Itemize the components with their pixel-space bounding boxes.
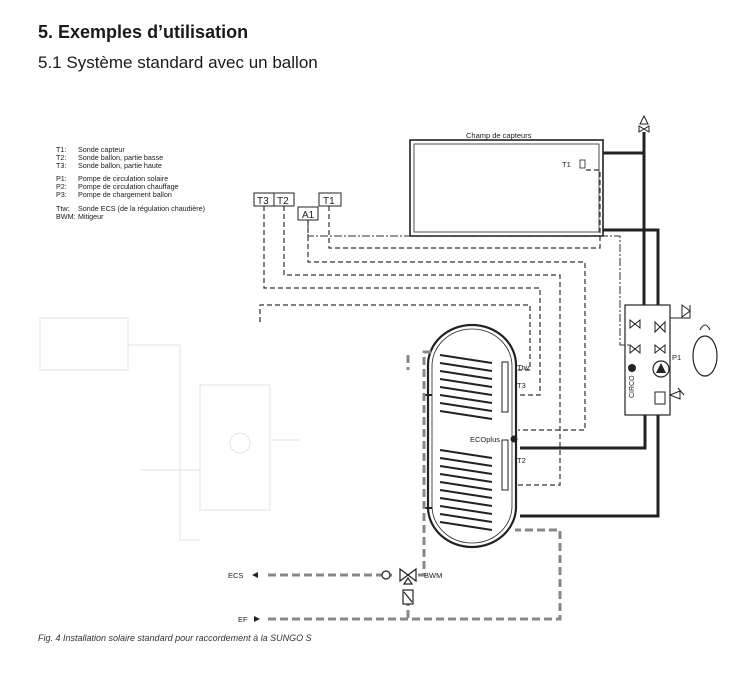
legend-item: Ttw: Sonde ECS (de la régulation chaudièr… — [56, 203, 206, 213]
sensor-terminals: T3 T2 T1 A1 — [253, 192, 342, 221]
legend-text: Sonde capteur — [78, 145, 125, 154]
legend-text: Mitigeur — [78, 211, 104, 221]
legend-key: T2: — [56, 152, 67, 162]
legend-key: T3: — [56, 160, 67, 170]
t1-sensor-icon — [579, 159, 586, 169]
terminal-t2: T2 — [277, 196, 289, 207]
legend-item: BWM:Mitigeur — [56, 211, 205, 221]
circo-pump-group: CIRCO P1 — [624, 304, 718, 416]
bwm-mixing-valve-icon — [381, 567, 417, 605]
ecs-label: ECS — [228, 571, 243, 580]
legend-group-pumps: P1: Pompe de circulation solaire P2: Pompe… — [56, 175, 205, 198]
lower-coil — [439, 449, 493, 531]
legend-key: P1: — [56, 174, 67, 184]
ef-label: EF — [238, 615, 248, 624]
storage-tank: ECOplus Ttw T3 T2 — [424, 323, 530, 549]
legend-text: Sonde ECS (de la régulation chaudière) — [78, 203, 206, 213]
t1-collector-label: T1 — [562, 160, 571, 169]
signal-wires — [259, 169, 601, 486]
legend-item: P3: Pompe de chargement ballon — [56, 191, 205, 199]
legend-item: T2: Sonde ballon, partie basse — [56, 152, 205, 162]
legend-key: Ttw: — [56, 203, 70, 213]
expansion-tank-icon — [692, 335, 718, 377]
legend-text: Sonde ballon, partie basse — [78, 152, 164, 162]
ecs-arrow-icon — [252, 572, 258, 578]
legend-text: Pompe de circulation solaire — [78, 174, 169, 184]
a1-wire — [307, 220, 630, 346]
collector-label: Champ de capteurs — [466, 131, 532, 140]
legend: T1: Sonde capteur T2: Sonde ballon, partie… — [56, 146, 205, 226]
ef-arrow-icon — [254, 616, 260, 622]
terminal-a1: A1 — [302, 210, 315, 221]
upper-coil — [439, 354, 493, 420]
legend-key: P3: — [56, 189, 67, 199]
terminal-t1: T1 — [323, 196, 335, 207]
legend-item: P2: Pompe de circulation chauffage — [56, 183, 205, 191]
bwm-label: BWM — [424, 571, 442, 580]
legend-key: T1: — [56, 145, 67, 154]
legend-group-other: Ttw: Sonde ECS (de la régulation chaudièr… — [56, 203, 206, 221]
p1-label: P1 — [672, 353, 681, 362]
legend-text: Pompe de chargement ballon — [78, 189, 172, 199]
legend-item: P1: Pompe de circulation solaire — [56, 175, 205, 183]
subsection-heading: 5.1 Système standard avec un ballon — [38, 53, 318, 72]
t3-tank-label: T3 — [517, 381, 526, 390]
vent-valve-icon — [638, 114, 650, 133]
section-heading: 5. Exemples d’utilisation — [38, 22, 249, 42]
domestic-water-pipes — [268, 350, 562, 621]
ecoplus-label: ECOplus — [470, 435, 500, 444]
t2-tank-label: T2 — [517, 456, 526, 465]
terminal-t3: T3 — [257, 196, 269, 207]
figure-caption: Fig. 4 Installation solaire standard pou… — [38, 633, 312, 643]
faint-boiler-outline — [39, 317, 300, 541]
ttw-label: Ttw — [517, 363, 530, 372]
collector-field: Champ de capteurs T1 — [409, 131, 604, 237]
legend-text: Sonde ballon, partie haute — [78, 160, 162, 170]
legend-group-sensors: T1: Sonde capteur T2: Sonde ballon, partie… — [56, 146, 205, 169]
legend-key: P2: — [56, 182, 67, 192]
circo-label: CIRCO — [629, 375, 636, 398]
legend-text: Pompe de circulation chauffage — [78, 182, 179, 192]
legend-item: T1: Sonde capteur — [56, 146, 205, 154]
legend-key: BWM: — [56, 211, 76, 221]
legend-item: T3: Sonde ballon, partie haute — [56, 160, 205, 170]
